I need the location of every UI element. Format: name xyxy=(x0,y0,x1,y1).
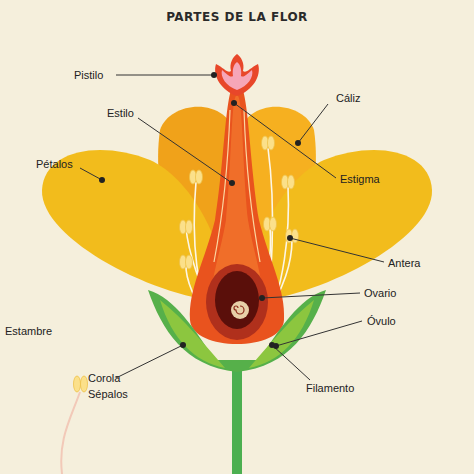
part-label: Pistilo xyxy=(74,69,103,82)
stigma-inner xyxy=(222,62,253,90)
style-line xyxy=(214,110,230,262)
sepals xyxy=(148,290,326,372)
part-label: Filamento xyxy=(306,382,354,395)
pistil xyxy=(190,82,284,344)
part-label: Corola xyxy=(88,372,120,385)
part-label: Estilo xyxy=(107,107,134,120)
ovule-spiral xyxy=(234,306,244,314)
style-line xyxy=(244,110,260,262)
leader-dots xyxy=(99,72,301,349)
part-label: Sépalos xyxy=(88,388,128,401)
part-label: Antera xyxy=(388,257,420,270)
stem xyxy=(232,360,242,474)
sepal xyxy=(249,300,314,368)
stamen-filament xyxy=(61,392,80,474)
part-label: Óvulo xyxy=(367,315,396,328)
ovule xyxy=(231,301,249,319)
stamen-anther xyxy=(74,376,81,392)
part-label: Ovario xyxy=(364,287,396,300)
ovary xyxy=(206,264,268,340)
part-label: Pétalos xyxy=(36,158,73,171)
part-label: Cáliz xyxy=(336,92,360,105)
sepal xyxy=(160,300,225,368)
part-label: Estambre xyxy=(5,325,52,338)
ovary-inner xyxy=(215,271,259,329)
leader-lines xyxy=(80,75,384,380)
stigma xyxy=(215,54,259,96)
part-label: Estigma xyxy=(340,173,380,186)
stamen-anther xyxy=(81,376,88,392)
title: PARTES DE LA FLOR xyxy=(0,10,474,24)
